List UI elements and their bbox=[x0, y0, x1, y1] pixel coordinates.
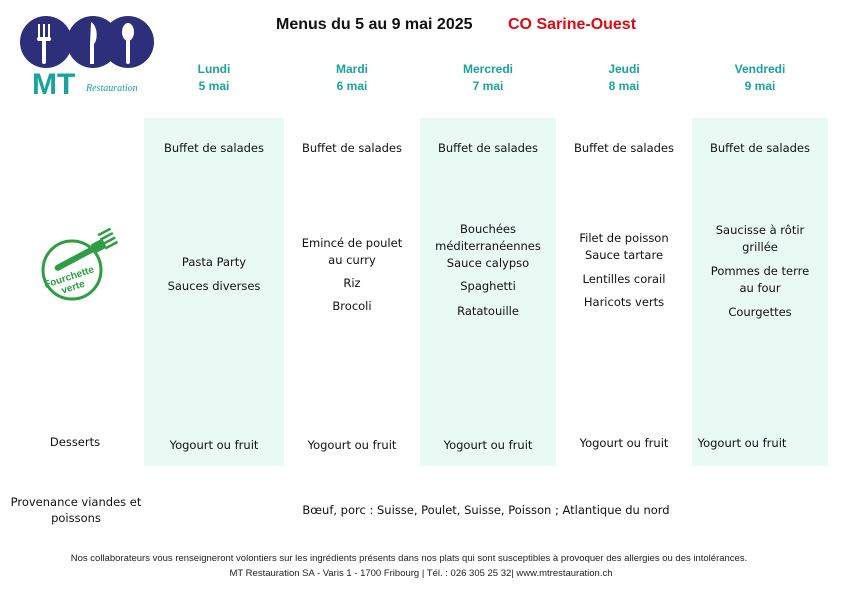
column-bg-mercredi bbox=[420, 118, 556, 466]
provenance-text: Bœuf, porc : Suisse, Poulet, Suisse, Poi… bbox=[302, 503, 670, 517]
dessert-mercredi: Yogourt ou fruit bbox=[443, 438, 533, 452]
column-bg-lundi bbox=[144, 118, 284, 466]
day-header-lundi: Lundi 5 mai bbox=[146, 61, 282, 95]
salad-mardi: Buffet de salades bbox=[301, 141, 403, 155]
footer-allergy-note: Nos collaborateurs vous renseigneront vo… bbox=[70, 553, 748, 564]
main-dish-lundi: Pasta Party Sauces diverses bbox=[144, 250, 284, 298]
provenance-label-line: poissons bbox=[51, 511, 101, 525]
dish: Filet de poisson bbox=[579, 231, 669, 245]
day-name: Jeudi bbox=[608, 62, 640, 76]
provenance-label: Provenance viandes et poissons bbox=[6, 494, 146, 526]
fourchette-verte-badge: Fourchette verte bbox=[41, 227, 119, 301]
dish: Haricots verts bbox=[583, 295, 665, 309]
dish: Emincé de poulet bbox=[301, 236, 403, 250]
day-date: 6 mai bbox=[336, 79, 368, 93]
day-header-jeudi: Jeudi 8 mai bbox=[556, 61, 692, 95]
main-dish-jeudi: Filet de poisson Sauce tartare Lentilles… bbox=[556, 230, 692, 311]
main-dish-mardi: Emincé de poulet au curry Riz Brocoli bbox=[284, 235, 420, 315]
dish: au four bbox=[739, 281, 781, 295]
desserts-label: Desserts bbox=[49, 435, 101, 449]
footer-contact: MT Restauration SA - Varis 1 - 1700 Frib… bbox=[229, 568, 613, 579]
column-bg-vendredi bbox=[692, 118, 828, 466]
dessert-mardi: Yogourt ou fruit bbox=[307, 438, 397, 452]
dish: méditerranéennes bbox=[435, 239, 541, 253]
dish: Sauces diverses bbox=[167, 279, 261, 293]
provenance-label-line: Provenance viandes et bbox=[10, 495, 142, 509]
dish: Sauce calypso bbox=[446, 256, 530, 270]
salad-vendredi: Buffet de salades bbox=[709, 141, 811, 155]
main-dish-mercredi: Bouchées méditerranéennes Sauce calypso … bbox=[420, 221, 556, 320]
day-header-mercredi: Mercredi 7 mai bbox=[420, 61, 556, 95]
dish: au curry bbox=[328, 253, 376, 267]
dessert-lundi: Yogourt ou fruit bbox=[169, 438, 259, 452]
day-name: Mardi bbox=[335, 62, 368, 76]
day-header-mardi: Mardi 6 mai bbox=[284, 61, 420, 95]
salad-mercredi: Buffet de salades bbox=[437, 141, 539, 155]
dish: Courgettes bbox=[728, 305, 792, 319]
day-date: 8 mai bbox=[608, 79, 640, 93]
site-name: CO Sarine-Ouest bbox=[508, 16, 637, 33]
day-date: 7 mai bbox=[472, 79, 504, 93]
day-name: Lundi bbox=[197, 62, 231, 76]
mt-restauration-logo: MT Restauration bbox=[20, 16, 154, 98]
menu-title: Menus du 5 au 9 mai 2025 bbox=[276, 16, 473, 33]
svg-text:MT: MT bbox=[32, 68, 75, 98]
day-date: 5 mai bbox=[198, 79, 230, 93]
dish: Brocoli bbox=[332, 299, 372, 313]
day-name: Vendredi bbox=[734, 62, 786, 76]
day-name: Mercredi bbox=[462, 62, 514, 76]
dish: Ratatouille bbox=[457, 304, 519, 318]
dish: Pommes de terre bbox=[710, 264, 810, 278]
dish: Sauce tartare bbox=[584, 248, 664, 262]
dessert-vendredi: Yogourt ou fruit bbox=[697, 436, 787, 450]
dish: Riz bbox=[343, 276, 361, 290]
dish: Lentilles corail bbox=[582, 272, 666, 286]
main-dish-vendredi: Saucisse à rôtir grillée Pommes de terre… bbox=[692, 222, 828, 321]
dish: Bouchées bbox=[460, 222, 516, 236]
svg-text:Restauration: Restauration bbox=[85, 83, 138, 94]
dish: Saucisse à rôtir bbox=[715, 223, 805, 237]
dessert-jeudi: Yogourt ou fruit bbox=[579, 436, 669, 450]
dish: grillée bbox=[742, 240, 778, 254]
day-header-vendredi: Vendredi 9 mai bbox=[692, 61, 828, 95]
dish: Pasta Party bbox=[181, 255, 247, 269]
day-date: 9 mai bbox=[744, 79, 776, 93]
salad-jeudi: Buffet de salades bbox=[573, 141, 675, 155]
dish: Spaghetti bbox=[460, 279, 516, 293]
salad-lundi: Buffet de salades bbox=[163, 141, 265, 155]
